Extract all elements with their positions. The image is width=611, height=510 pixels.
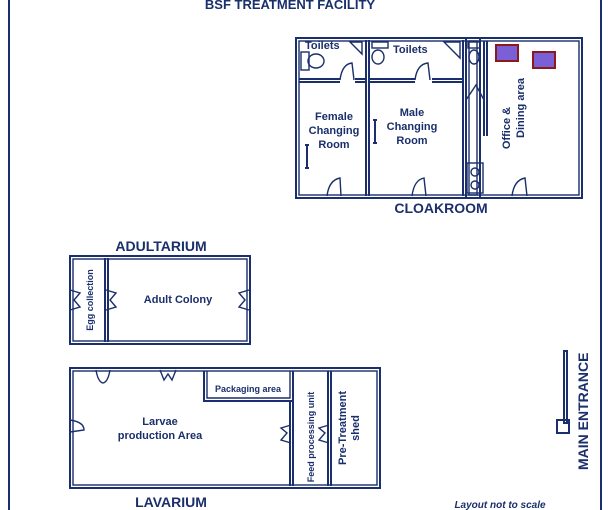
facility-title: BSF TREATMENT FACILITY bbox=[205, 0, 376, 12]
table-icon bbox=[532, 51, 556, 69]
entrance-gate-icon bbox=[556, 350, 570, 434]
bench-icon bbox=[373, 119, 377, 144]
bench-icon bbox=[305, 144, 309, 169]
adultarium-block bbox=[69, 255, 251, 345]
main-entrance-label: MAIN ENTRANCE bbox=[575, 353, 591, 470]
packaging-label: Packaging area bbox=[215, 384, 282, 394]
lavarium-label: LAVARIUM bbox=[135, 494, 207, 510]
shower-icon bbox=[348, 41, 363, 56]
lavarium-block bbox=[69, 367, 381, 489]
larvae-production-label-1: Larvae bbox=[142, 416, 177, 428]
male-changing-label-3: Room bbox=[396, 135, 427, 147]
toilet-tank-icon bbox=[300, 51, 310, 71]
shower-icon bbox=[442, 41, 461, 60]
cloakroom-block bbox=[295, 37, 583, 199]
office-label-1: Office & bbox=[501, 107, 513, 149]
adult-colony-label: Adult Colony bbox=[144, 294, 213, 306]
pre-treatment-label-1: Pre-Treatment bbox=[337, 391, 349, 465]
toilet-bowl-icon bbox=[468, 49, 480, 65]
toilet-tank-icon bbox=[467, 41, 481, 49]
egg-collection-label: Egg collection bbox=[85, 269, 95, 331]
sink-icon bbox=[466, 162, 484, 194]
toilets-male-label: Toilets bbox=[393, 44, 428, 56]
larvae-production-label-2: production Area bbox=[118, 430, 203, 442]
female-changing-label-3: Room bbox=[318, 139, 349, 151]
adultarium-label: ADULTARIUM bbox=[115, 238, 206, 254]
female-changing-label-1: Female bbox=[315, 111, 353, 123]
toilet-tank-icon bbox=[371, 41, 389, 49]
male-changing-label-2: Changing bbox=[387, 121, 438, 133]
toilet-bowl-icon bbox=[371, 49, 385, 65]
male-changing-label-1: Male bbox=[400, 107, 424, 119]
female-changing-label-2: Changing bbox=[309, 125, 360, 137]
cloakroom-label: CLOAKROOM bbox=[394, 200, 487, 216]
toilets-female-label: Toilets bbox=[305, 40, 340, 52]
toilet-bowl-icon bbox=[307, 53, 325, 69]
scale-note: Layout not to scale bbox=[454, 500, 546, 510]
pre-treatment-label-2: shed bbox=[350, 415, 362, 441]
office-label-2: Dining area bbox=[515, 77, 527, 138]
feed-processing-label: Feed processing unit bbox=[306, 392, 316, 483]
desk-icon bbox=[495, 44, 519, 62]
